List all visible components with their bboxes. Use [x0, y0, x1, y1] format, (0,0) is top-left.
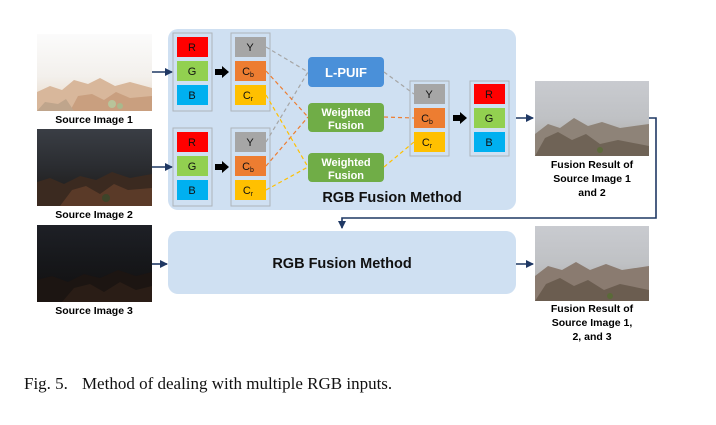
b-channel-1	[177, 85, 208, 105]
svg-text:R: R	[188, 42, 196, 54]
result-1-line-2: Source Image 1	[553, 173, 631, 185]
y-channel-out	[414, 84, 445, 104]
source-image-1-label: Source Image 1	[55, 114, 133, 126]
source-image-3-label: Source Image 3	[55, 305, 133, 317]
g-channel-2	[177, 156, 208, 176]
ycbcr-stack-2: Y Cb Cr	[230, 127, 271, 207]
b-channel-2	[177, 180, 208, 200]
svg-text:Cb: Cb	[242, 66, 254, 79]
convert-arrow-3	[453, 112, 467, 124]
link-lpuif-yout	[383, 71, 415, 95]
source-image-2	[37, 129, 152, 206]
result-1-line-3: and 2	[578, 187, 606, 199]
rgb-stack-1: R G B	[172, 32, 213, 112]
link-cr2-wf2	[265, 166, 309, 191]
svg-text:Cr: Cr	[243, 185, 254, 198]
svg-text:Cb: Cb	[421, 113, 433, 126]
link-cb2-wf1	[265, 116, 309, 167]
ycbcr-stack-1: Y Cb Cr	[230, 32, 271, 112]
cb-channel-1	[235, 61, 266, 81]
ycbcr-output-stack: Y Cb Cr	[409, 80, 450, 157]
weighted-fusion-node-1	[308, 103, 384, 132]
feedback-connector	[338, 117, 657, 229]
source-image-2-label: Source Image 2	[55, 209, 133, 221]
svg-text:Cr: Cr	[243, 90, 254, 103]
b-channel-out	[474, 132, 505, 152]
svg-text:Y: Y	[246, 42, 254, 54]
cb-channel-2	[235, 156, 266, 176]
g-channel-out	[474, 108, 505, 128]
weighted-fusion-node-2	[308, 153, 384, 182]
bottom-panel-title: RGB Fusion Method	[272, 256, 411, 272]
svg-text:Fusion: Fusion	[328, 170, 364, 182]
svg-text:G: G	[188, 66, 197, 78]
svg-text:Y: Y	[425, 89, 433, 101]
link-wf1-cbout	[383, 116, 415, 119]
caption-label: Fig. 5.	[24, 374, 68, 393]
cr-channel-1	[235, 85, 266, 105]
svg-text:B: B	[188, 90, 195, 102]
svg-text:R: R	[485, 89, 493, 101]
fusion-result-image-1	[535, 81, 649, 156]
svg-text:Y: Y	[246, 137, 254, 149]
svg-text:G: G	[188, 161, 197, 173]
r-channel-out	[474, 84, 505, 104]
r-channel-1	[177, 37, 208, 57]
cr-channel-2	[235, 180, 266, 200]
figure-caption: Fig. 5. Method of dealing with multiple R…	[24, 374, 392, 394]
svg-text:Weighted: Weighted	[321, 157, 370, 169]
caption-text: Method of dealing with multiple RGB inpu…	[81, 374, 393, 393]
rgb-output-stack: R G B	[469, 80, 510, 157]
link-y1-lpuif	[265, 46, 309, 73]
r-channel-2	[177, 132, 208, 152]
lpuif-node	[308, 57, 384, 87]
result-2-line-3: 2, and 3	[572, 331, 611, 343]
svg-text:Cr: Cr	[422, 137, 433, 150]
top-panel-title: RGB Fusion Method	[322, 190, 461, 206]
convert-arrow-2	[215, 161, 229, 173]
source-image-3	[37, 225, 152, 302]
g-channel-1	[177, 61, 208, 81]
fusion-result-image-2	[535, 226, 649, 301]
svg-text:B: B	[188, 185, 195, 197]
convert-arrow-1	[215, 66, 229, 78]
svg-text:R: R	[188, 137, 196, 149]
svg-text:Cb: Cb	[242, 161, 254, 174]
result-2-line-2: Source Image 1,	[552, 317, 633, 329]
svg-text:G: G	[485, 113, 494, 125]
result-1-line-1: Fusion Result of	[551, 159, 634, 171]
bottom-fusion-panel	[168, 231, 516, 294]
result-2-line-1: Fusion Result of	[551, 303, 634, 315]
svg-text:Fusion: Fusion	[328, 120, 364, 132]
cb-channel-out	[414, 108, 445, 128]
source-image-1	[37, 34, 152, 111]
rgb-stack-2: R G B	[172, 127, 213, 207]
y-channel-1	[235, 37, 266, 57]
cr-channel-out	[414, 132, 445, 152]
lpuif-label: L-PUIF	[325, 65, 367, 80]
svg-text:Weighted: Weighted	[321, 107, 370, 119]
svg-text:B: B	[485, 137, 492, 149]
y-channel-2	[235, 132, 266, 152]
link-cb1-wf1	[265, 70, 309, 118]
